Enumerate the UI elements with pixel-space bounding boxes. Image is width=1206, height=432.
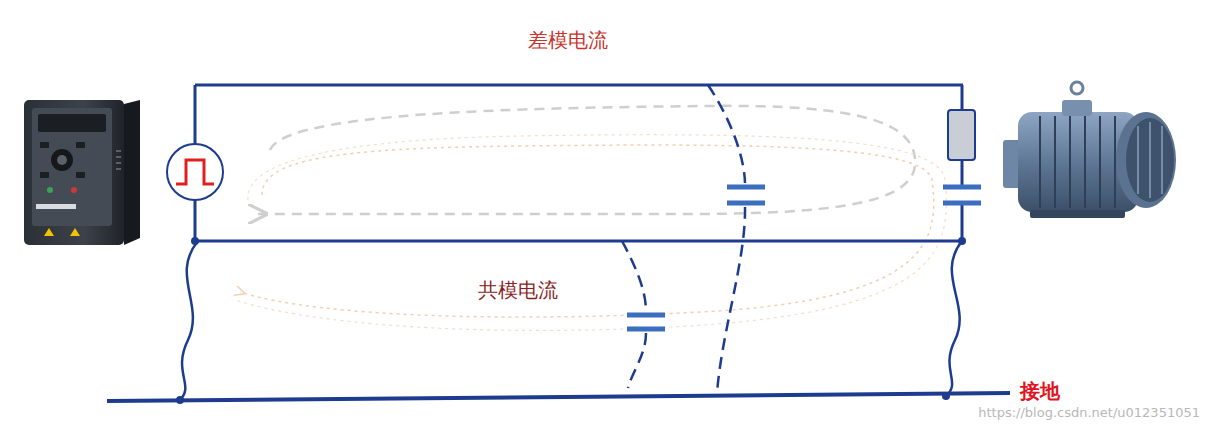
ground-label: 接地 [1020,379,1060,403]
pulse-source [167,144,223,200]
current-label: 共模电流 [478,278,558,302]
common-mode-current-loop [240,145,934,317]
ground-wire [180,241,962,400]
circuit-wire [195,85,963,241]
resistor-symbol [948,110,975,160]
ground-bar [107,393,1010,401]
motor-picture [1003,82,1176,218]
parasitic-lead [622,85,745,393]
current-label: 差模电流 [528,28,608,52]
common-mode-current-loop [235,135,946,331]
differential-current-loop [258,106,915,214]
watermark: https://blog.csdn.net/u012351051 [978,405,1200,421]
inverter-picture [24,100,140,245]
capacitor-symbol [627,187,981,329]
